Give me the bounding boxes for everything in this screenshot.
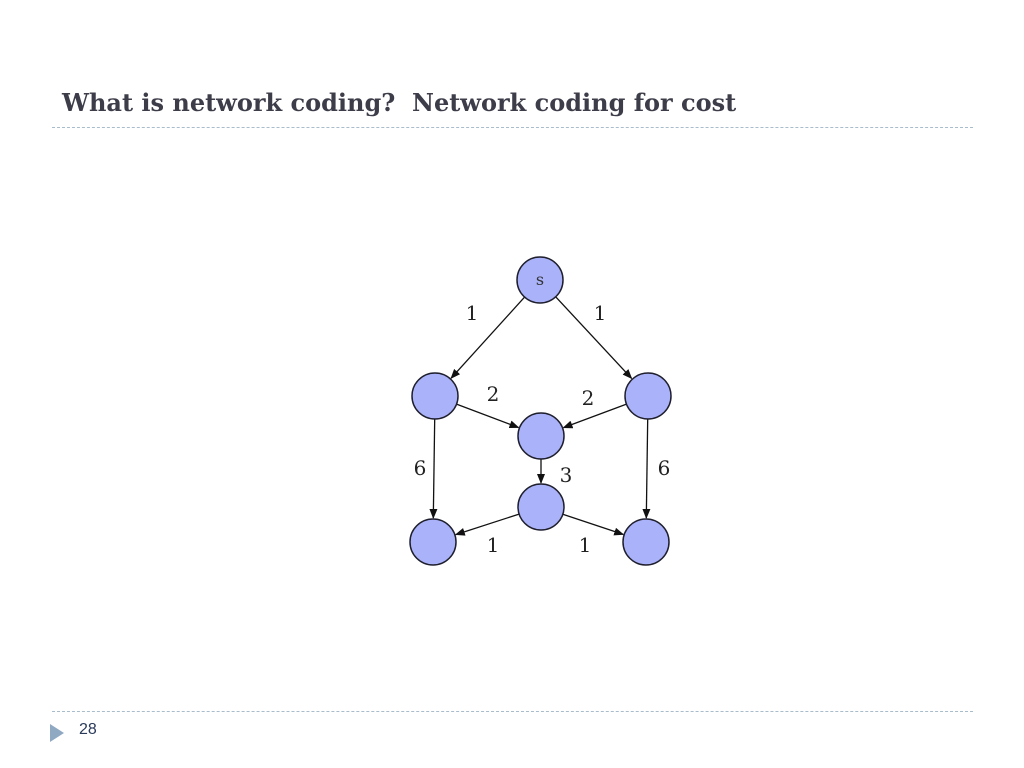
node-bottom-middle	[517, 483, 565, 531]
edges-layer	[429, 296, 651, 536]
edge-labels-layer: 1 1 2 2 6 6 3 1 1	[414, 301, 671, 557]
edge-cost-label: 6	[414, 456, 427, 480]
edge-right-to-sink-right	[642, 418, 651, 519]
edge-s-to-right	[555, 296, 633, 380]
edge-bottom-middle-to-sink-right	[562, 513, 625, 536]
edge-left-to-middle	[456, 403, 520, 429]
edge-cost-label: 1	[579, 533, 592, 557]
play-triangle-icon	[50, 724, 64, 742]
edge-left-to-sink-left	[429, 418, 438, 519]
footer-divider	[52, 711, 973, 712]
title-divider	[52, 127, 973, 128]
node-sink-right	[622, 518, 670, 566]
node-label-s: s	[536, 270, 544, 289]
edge-cost-label: 1	[487, 533, 500, 557]
edge-right-to-middle	[562, 403, 627, 429]
page-number: 28	[79, 721, 97, 738]
node-right	[624, 372, 672, 420]
edge-cost-label: 1	[594, 301, 607, 325]
edge-cost-label: 1	[466, 301, 479, 325]
edge-cost-label: 3	[560, 463, 573, 487]
slide-title: What is network coding? Network coding f…	[62, 88, 737, 117]
edge-bottom-middle-to-sink-left	[454, 513, 520, 536]
node-middle	[517, 412, 565, 460]
edge-cost-label: 6	[658, 456, 671, 480]
edge-cost-label: 2	[487, 382, 500, 406]
node-sink-left	[409, 518, 457, 566]
nodes-layer: s	[409, 256, 672, 566]
node-left	[411, 372, 459, 420]
edge-cost-label: 2	[582, 386, 595, 410]
node-s	[516, 256, 564, 304]
edge-s-to-left	[450, 296, 526, 379]
